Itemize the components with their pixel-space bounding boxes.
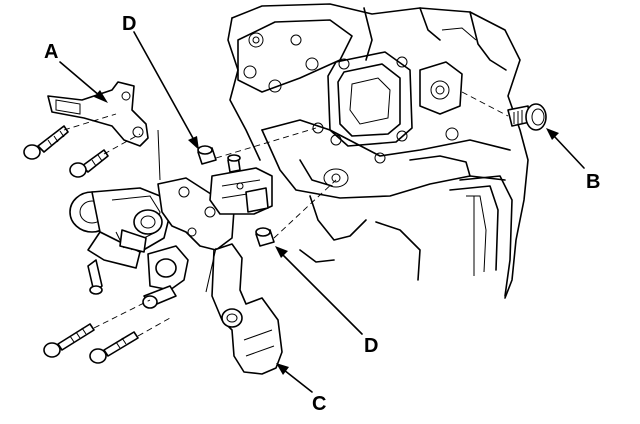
- dowel-pin-d-upper: [197, 145, 217, 165]
- callout-label-d-lower: D: [364, 335, 378, 357]
- callout-label-a: A: [44, 41, 58, 63]
- callout-label-d-upper: D: [122, 13, 136, 35]
- callout-label-c: C: [312, 393, 326, 415]
- callout-label-b: B: [586, 171, 600, 193]
- engine-block: [227, 3, 529, 299]
- bracket-a: [47, 81, 149, 147]
- housing-assembly: [69, 154, 273, 309]
- callout-d-upper-leader: [133, 31, 199, 150]
- assembly-guide-lines: [63, 113, 337, 337]
- stay-bracket-c: [211, 243, 283, 375]
- bolt-lower-1: [43, 323, 95, 358]
- callout-d-lower-leader: [275, 246, 363, 335]
- bolt-b: [461, 91, 547, 131]
- callout-c-leader: [276, 363, 313, 393]
- bolt-lower-2: [89, 331, 139, 364]
- bolt-a-lower: [69, 149, 109, 178]
- dowel-pin-d-lower: [255, 227, 275, 247]
- bolt-a-upper: [23, 125, 69, 160]
- callout-a-leader: [59, 61, 108, 103]
- callout-b-leader: [546, 128, 585, 169]
